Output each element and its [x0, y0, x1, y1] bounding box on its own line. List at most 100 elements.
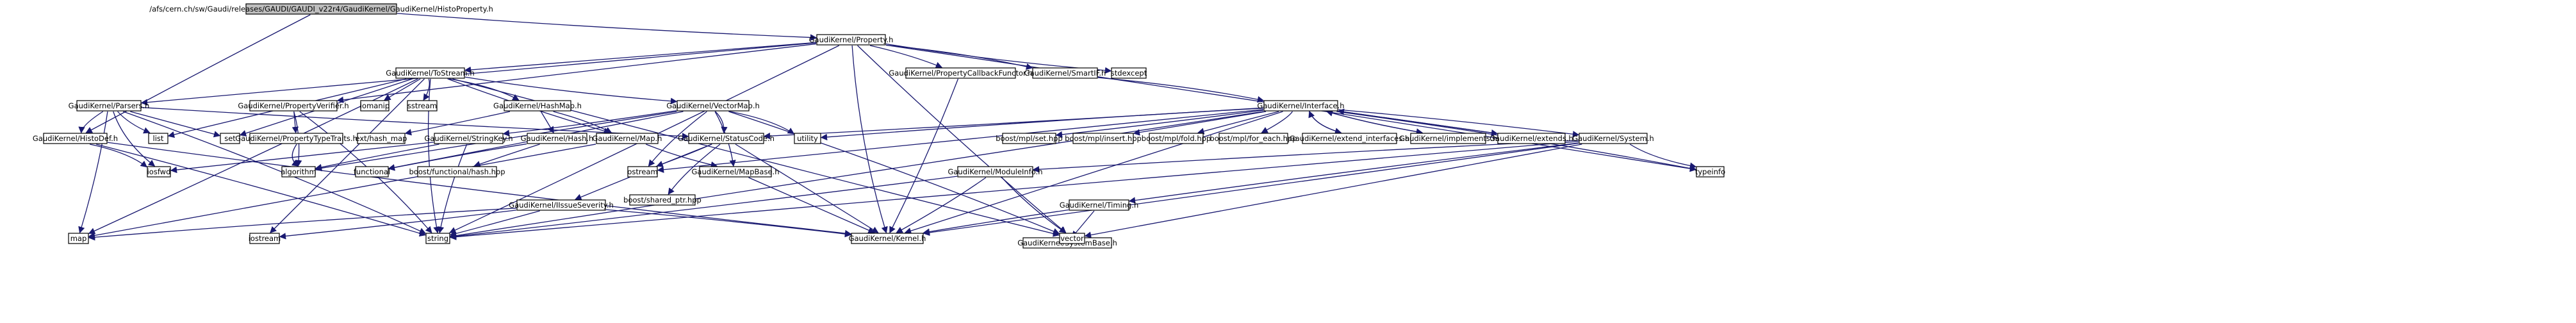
- node-label-exthashmap: ext/hash_map: [356, 134, 407, 143]
- edge-system-to-moduleinfo: [1032, 140, 1579, 173]
- node-box-list: [148, 133, 168, 144]
- node-ostream[interactable]: ostream: [627, 166, 658, 178]
- node-algorithm[interactable]: algorithm: [281, 166, 316, 178]
- node-label-statuscode: GaudiKernel/StatusCode.h: [678, 134, 775, 143]
- node-timing[interactable]: GaudiKernel/Timing.h: [1060, 199, 1139, 211]
- node-box-hashmap: [504, 100, 571, 112]
- node-typeinfo[interactable]: typeinfo: [1695, 166, 1725, 178]
- edge-interface-to-mplinsert: [1133, 111, 1267, 136]
- node-property[interactable]: GaudiKernel/Property.h: [809, 34, 894, 46]
- edge-tbstream-to-hashmap: [448, 78, 520, 101]
- node-box-mplfold: [1149, 133, 1204, 144]
- node-box-mapbase: [699, 166, 772, 178]
- edge-extendinterfaces-to-interface: [1308, 110, 1341, 133]
- node-tbstream[interactable]: GaudiKernel/ToStream.h: [386, 67, 475, 79]
- edge-moduleinfo-to-string: [449, 176, 958, 240]
- node-vector[interactable]: vector: [1059, 233, 1085, 244]
- node-implements[interactable]: GaudiKernel/implements.h: [1399, 133, 1497, 144]
- node-hash[interactable]: GaudiKernel/Hash.h: [521, 133, 594, 144]
- node-box-utility: [794, 133, 821, 144]
- node-box-hash: [527, 133, 587, 144]
- node-iomanip[interactable]: iomanip: [360, 100, 390, 112]
- node-box-mplinsert: [1072, 133, 1134, 144]
- node-kernel[interactable]: GaudiKernel/Kernel.h: [849, 233, 926, 244]
- node-gkmap[interactable]: GaudiKernel/Map.h: [593, 133, 662, 144]
- node-exthashmap[interactable]: ext/hash_map: [356, 133, 407, 144]
- node-utility[interactable]: utility: [794, 133, 821, 144]
- node-label-proptypetraits: GaudiKernel/PropertyTypeTraits.h: [235, 134, 357, 143]
- node-label-stdexcept: stdexcept: [1111, 69, 1147, 78]
- node-iosfwd[interactable]: iosfwd: [147, 166, 171, 178]
- node-histodef[interactable]: GaudiKernel/HistoDef.h: [33, 133, 118, 144]
- node-extendinterfaces[interactable]: GaudiKernel/extend_interfaces.h: [1290, 133, 1410, 144]
- node-label-extendinterfaces: GaudiKernel/extend_interfaces.h: [1290, 134, 1410, 143]
- edge-parsers-to-set: [130, 111, 221, 138]
- node-box-implements: [1410, 133, 1486, 144]
- edge-tbstream-to-vectormap: [464, 76, 678, 104]
- node-label-severity: GaudiKernel/IIssueSeverity.h: [509, 201, 614, 210]
- node-label-interface: GaudiKernel/Interface.h: [1257, 101, 1344, 110]
- edge-histodef-to-iosfwd: [89, 144, 148, 168]
- node-iostream[interactable]: iostream: [249, 233, 281, 244]
- edge-system-to-timing: [1128, 142, 1579, 204]
- node-mplinsert[interactable]: boost/mpl/insert.hpp: [1065, 133, 1142, 144]
- node-stdexcept[interactable]: stdexcept: [1111, 67, 1147, 79]
- node-parsers[interactable]: GaudiKernel/Parsers.h: [69, 100, 150, 112]
- node-box-set: [220, 133, 240, 144]
- node-label-typeinfo: typeinfo: [1695, 167, 1725, 176]
- node-box-iosfwd: [147, 166, 171, 178]
- node-mplset[interactable]: boost/mpl/set.hpp: [996, 133, 1063, 144]
- node-label-set: set: [224, 134, 236, 143]
- node-string[interactable]: string: [425, 233, 450, 244]
- edge-property-to-parsers: [140, 42, 817, 106]
- edge-tbstream-to-string: [427, 78, 440, 234]
- node-vectormap[interactable]: GaudiKernel/VectorMap.h: [666, 100, 760, 112]
- node-label-moduleinfo: GaudiKernel/ModuleInfo.h: [948, 167, 1042, 176]
- edge-system-to-typeinfo: [1629, 144, 1697, 169]
- node-moduleinfo[interactable]: GaudiKernel/ModuleInfo.h: [948, 166, 1043, 178]
- node-map[interactable]: map: [68, 233, 89, 244]
- node-box-extends: [1497, 133, 1566, 144]
- node-list[interactable]: list: [148, 133, 168, 144]
- node-extends[interactable]: GaudiKernel/extends.h: [1489, 133, 1573, 144]
- node-hashmap[interactable]: GaudiKernel/HashMap.h: [493, 100, 582, 112]
- node-proptypetraits[interactable]: GaudiKernel/PropertyTypeTraits.h: [235, 133, 357, 144]
- node-label-parsers: GaudiKernel/Parsers.h: [69, 101, 150, 110]
- edge-hashmap-to-gkmap: [553, 111, 612, 133]
- node-box-vector: [1059, 233, 1085, 244]
- edge-property-to-propcallback: [869, 45, 943, 69]
- node-boosthash[interactable]: boost/functional/hash.hpp: [409, 166, 505, 178]
- node-label-functional: functional: [354, 167, 390, 176]
- node-box-sstream: [407, 100, 438, 112]
- node-sstream[interactable]: sstream: [407, 100, 438, 112]
- node-stringkey[interactable]: GaudiKernel/StringKey.h: [424, 133, 513, 144]
- node-functional[interactable]: functional: [354, 166, 390, 178]
- node-label-mplfold: boost/mpl/fold.hpp: [1142, 134, 1211, 143]
- node-label-mplset: boost/mpl/set.hpp: [996, 134, 1062, 143]
- node-statuscode[interactable]: GaudiKernel/StatusCode.h: [678, 133, 775, 144]
- edge-interface-to-ostream: [657, 109, 1264, 173]
- node-sharedptr[interactable]: boost/shared_ptr.hpp: [623, 194, 701, 206]
- node-label-hashmap: GaudiKernel/HashMap.h: [493, 101, 582, 110]
- edge-statuscode-to-kernel: [735, 144, 879, 233]
- node-box-propverifier: [249, 100, 338, 112]
- node-mplforeach[interactable]: boost/mpl/for_each.hpp: [1210, 133, 1297, 144]
- node-box-tbstream: [395, 67, 465, 79]
- node-smartif[interactable]: GaudiKernel/SmartIF.h: [1024, 67, 1106, 79]
- node-mapbase[interactable]: GaudiKernel/MapBase.h: [692, 166, 780, 178]
- edge-vectormap-to-stringkey: [502, 110, 677, 137]
- node-set[interactable]: set: [220, 133, 240, 144]
- node-system[interactable]: GaudiKernel/System.h: [1572, 133, 1654, 144]
- node-severity[interactable]: GaudiKernel/IIssueSeverity.h: [509, 199, 614, 211]
- edge-gkmap-to-map: [88, 144, 596, 239]
- node-mplfold[interactable]: boost/mpl/fold.hpp: [1142, 133, 1211, 144]
- node-box-proptypetraits: [249, 133, 343, 144]
- node-box-exthashmap: [357, 133, 406, 144]
- node-label-mplforeach: boost/mpl/for_each.hpp: [1210, 134, 1297, 143]
- node-propverifier[interactable]: GaudiKernel/PropertyVerifier.h: [238, 100, 349, 112]
- edge-gkmap-to-mapbase: [646, 144, 718, 169]
- node-label-sstream: sstream: [407, 101, 437, 110]
- node-box-algorithm: [281, 166, 316, 178]
- node-interface[interactable]: GaudiKernel/Interface.h: [1257, 100, 1345, 112]
- node-propcallback[interactable]: GaudiKernel/PropertyCallbackFunctor.h: [889, 67, 1033, 79]
